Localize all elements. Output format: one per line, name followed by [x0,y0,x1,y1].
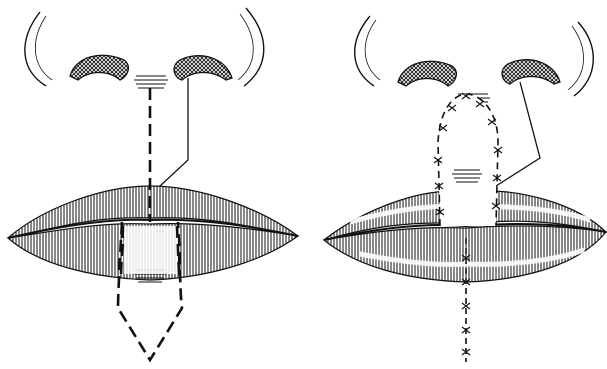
left-ala-outline-inner [365,20,380,80]
pointer-line [496,82,540,186]
right-ala-outline-inner [568,26,584,90]
flap-window [124,226,178,274]
left-nostril [70,55,128,80]
panel-before [8,8,298,360]
pointer-line [160,78,188,186]
nose [355,16,594,106]
right-ala-outline [244,8,264,86]
left-ala-outline [355,16,374,86]
right-nostril [174,56,232,80]
panel-after [324,16,606,362]
nose [25,8,264,88]
right-nostril [502,60,560,84]
left-nostril [398,61,456,86]
right-ala-outline-inner [238,14,253,80]
left-ala-outline-inner [35,16,52,80]
inset-flap [438,94,498,226]
columella [134,76,168,88]
